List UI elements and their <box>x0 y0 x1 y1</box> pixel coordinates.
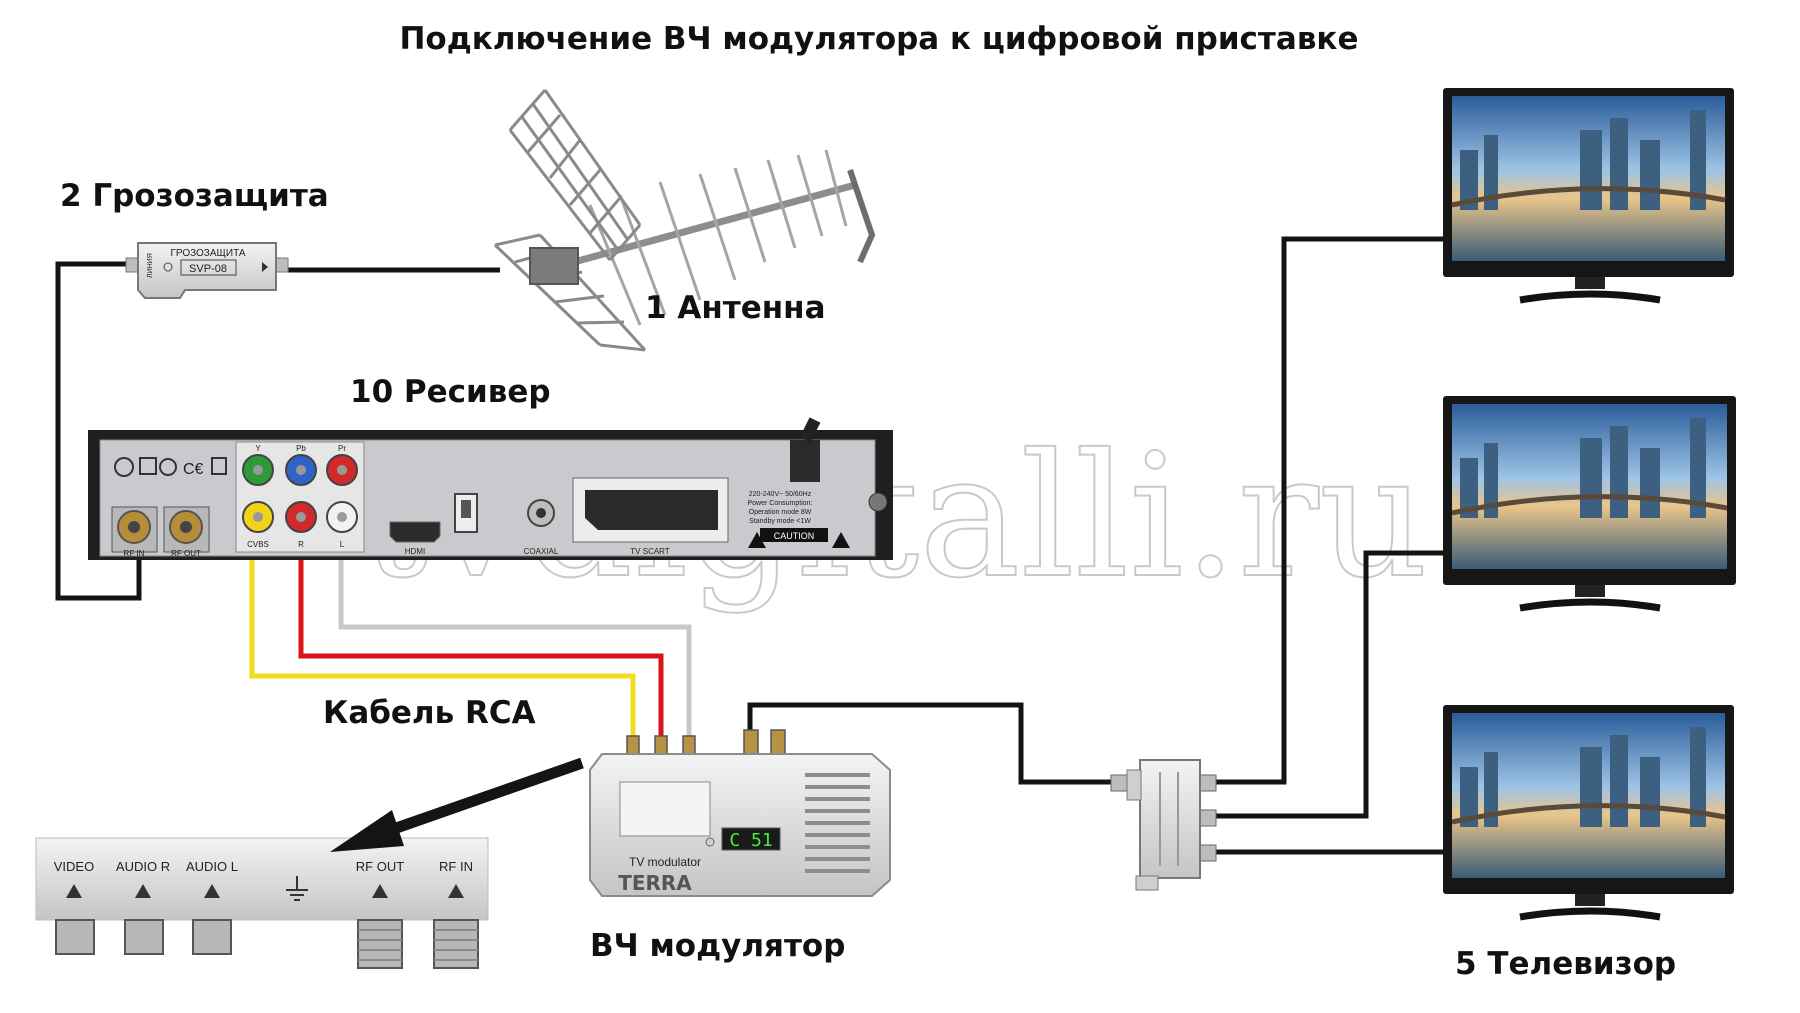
tv-2 <box>1443 396 1736 612</box>
cable-splitter-tv2 <box>1214 550 1443 819</box>
receiver-label: 10 Ресивер <box>350 374 551 410</box>
surge-device-name: ГРОЗОЗАЩИТА <box>170 248 245 259</box>
panel-port-audio-r <box>124 919 164 955</box>
modulator: C 51 TV modulator TERRA <box>589 729 891 897</box>
panel-port-audio-l-label: AUDIO L <box>186 859 238 874</box>
triangle-up-icon <box>448 884 464 898</box>
surge-label: 2 Грозозащита <box>60 178 329 214</box>
panel-port-rf-out-label: RF OUT <box>356 859 404 874</box>
caution-label: CAUTION <box>774 531 815 541</box>
certification-icons: C€ <box>114 457 227 478</box>
power-info-2: Power Consumption: <box>748 500 813 507</box>
surge-device-model: SVP-08 <box>189 263 227 275</box>
panel-port-video <box>55 919 95 955</box>
tv-1 <box>1443 88 1734 304</box>
receiver: C€ RF IN RF OUT Y Pb Pr CVBS R L <box>88 417 893 560</box>
splitter <box>1110 759 1217 891</box>
rf-out-label: RF OUT <box>171 549 201 558</box>
ground-icon <box>286 876 308 901</box>
port-r-label: R <box>298 540 304 549</box>
scart-label: TV SCART <box>630 547 670 556</box>
hdmi-label: HDMI <box>405 547 425 556</box>
port-pr-label: Pr <box>338 444 346 453</box>
triangle-up-icon <box>66 884 82 898</box>
panel-port-audio-l <box>192 919 232 955</box>
rca-red-cable <box>298 545 664 745</box>
surge-protector: ГРОЗОЗАЩИТА SVP-08 ЛИНИЯ <box>125 242 289 299</box>
coaxial-label: COAXIAL <box>524 547 559 556</box>
rf-in-label: RF IN <box>124 549 145 558</box>
warning-icon <box>748 532 766 548</box>
cable-splitter-tv1 <box>1214 236 1443 785</box>
ground-icon <box>163 262 173 272</box>
zoom-arrow-icon <box>330 757 584 852</box>
port-cvbs-label: CVBS <box>247 540 269 549</box>
modulator-brand: TERRA <box>618 871 692 895</box>
coax-cables <box>55 236 1443 855</box>
triangle-up-icon <box>135 884 151 898</box>
power-cord <box>790 440 820 482</box>
port-l-label: L <box>340 540 345 549</box>
scart-port <box>585 490 718 530</box>
power-info-3: Operation mode 8W <box>749 509 812 516</box>
panel-port-video-label: VIDEO <box>54 859 94 874</box>
rca-yellow-cable <box>249 545 636 745</box>
panel-port-audio-r-label: AUDIO R <box>116 859 170 874</box>
modulator-panel-closeup: VIDEO AUDIO R AUDIO L RF OUT RF IN <box>35 837 489 969</box>
svg-text:C€: C€ <box>183 461 204 478</box>
port-pb-label: Pb <box>296 444 306 453</box>
surge-device-side: ЛИНИЯ <box>147 253 154 278</box>
page-title: Подключение ВЧ модулятора к цифровой при… <box>399 21 1358 57</box>
rca-white-cable <box>338 545 692 745</box>
hdmi-port <box>389 521 441 543</box>
tv-3 <box>1443 705 1734 921</box>
arrow-right-icon <box>262 262 268 272</box>
triangle-up-icon <box>372 884 388 898</box>
antenna-label: 1 Антенна <box>645 290 826 326</box>
rca-cables <box>249 545 692 745</box>
power-info-1: 220-240V~ 50/60Hz <box>749 491 812 498</box>
cable-surge-receiver <box>55 261 142 601</box>
modulator-model: TV modulator <box>629 855 701 869</box>
modulator-display: C 51 <box>729 830 772 851</box>
antenna <box>493 89 876 352</box>
warning-icon <box>832 532 850 548</box>
port-y-label: Y <box>255 444 261 453</box>
tv-label: 5 Телевизор <box>1455 946 1676 982</box>
modulator-button <box>705 837 715 847</box>
cable-modulator-splitter <box>747 702 1125 785</box>
power-info-4: Standby mode <1W <box>749 518 811 525</box>
triangle-up-icon <box>204 884 220 898</box>
panel-port-rf-in-label: RF IN <box>439 859 473 874</box>
rca-cable-label: Кабель RCA <box>323 695 536 731</box>
modulator-label: ВЧ модулятор <box>590 928 845 964</box>
